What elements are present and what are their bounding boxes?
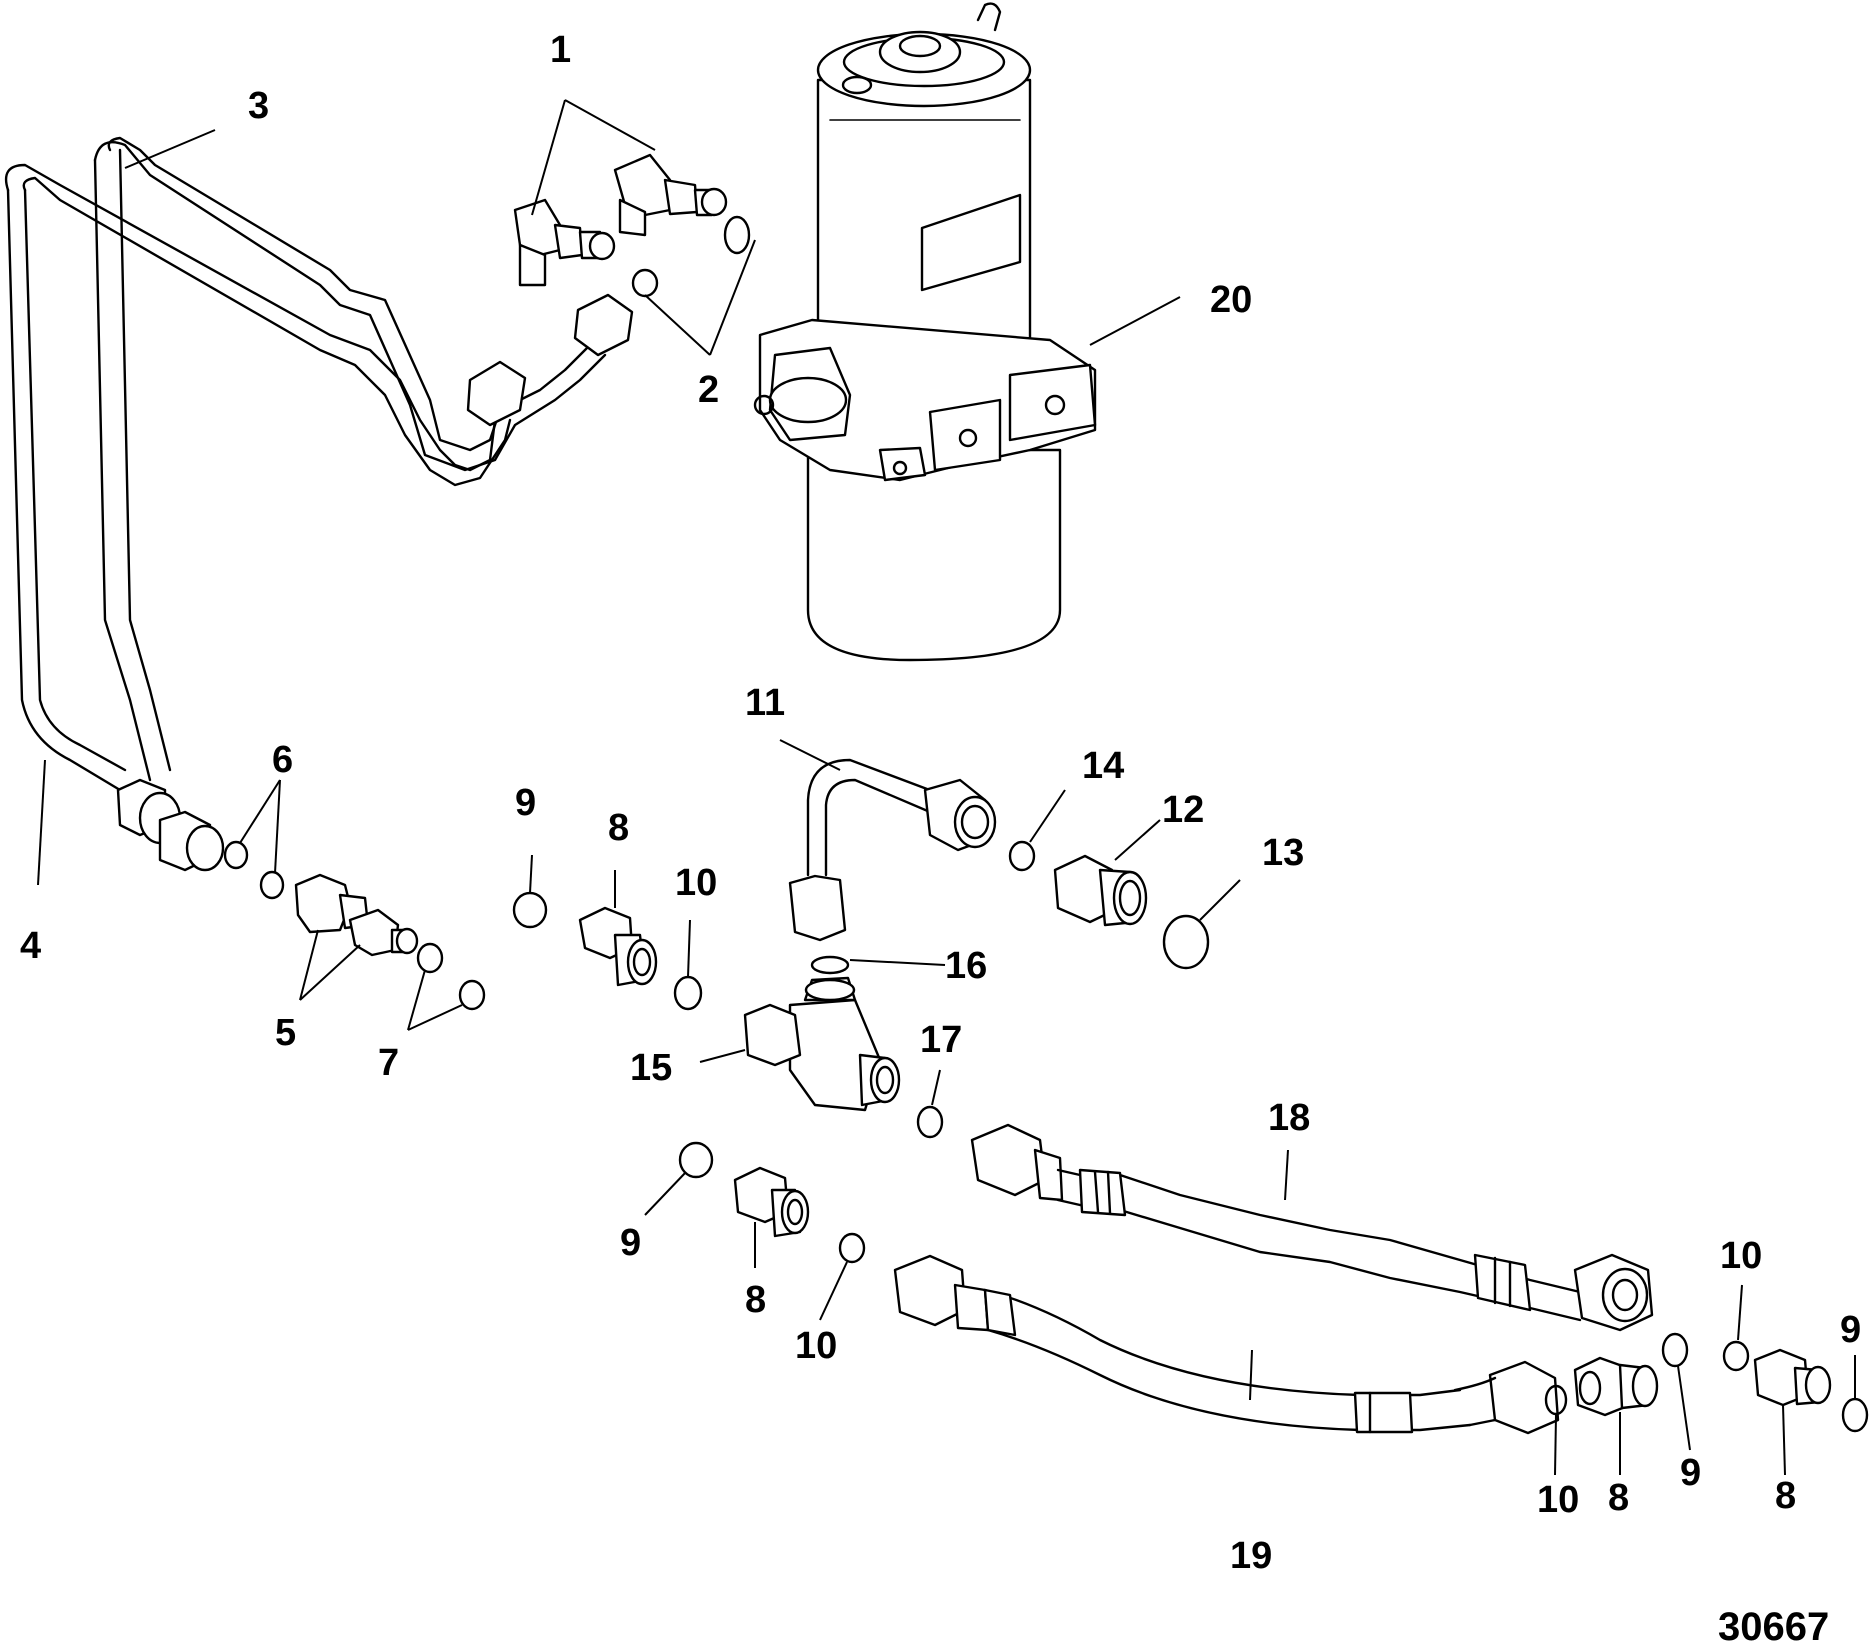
leader-lines: [37, 99, 1856, 1476]
o-ring-9b: [678, 1141, 714, 1179]
fitting-8a: [578, 906, 658, 987]
tube-11: [788, 758, 997, 942]
callout-10a: 10: [675, 862, 717, 904]
callout-12: 12: [1162, 789, 1204, 831]
o-ring-2: [631, 215, 751, 298]
o-ring-14: [1008, 840, 1036, 872]
o-ring-13: [1162, 914, 1210, 970]
o-ring-6: [223, 840, 285, 900]
elbow-fitting-1a: [513, 198, 616, 287]
callout-16: 16: [945, 945, 987, 987]
callout-10d: 10: [1720, 1235, 1762, 1277]
callout-8b: 8: [745, 1279, 766, 1321]
callout-9c: 9: [1680, 1452, 1701, 1494]
callout-10b: 10: [795, 1325, 837, 1367]
callout-3: 3: [248, 85, 269, 127]
callout-2: 2: [698, 369, 719, 411]
callout-4: 4: [20, 925, 41, 967]
callout-11: 11: [745, 682, 785, 724]
callout-1: 1: [550, 29, 571, 71]
tube-nut: [116, 293, 634, 872]
o-ring-9a: [512, 891, 548, 929]
fitting-8c: [1573, 1356, 1659, 1417]
pump-motor-assembly: [753, 2, 1097, 662]
callout-8a: 8: [608, 807, 629, 849]
fitting-8d: [1753, 1348, 1832, 1407]
o-ring-9d: [1841, 1397, 1869, 1433]
callout-13: 13: [1262, 832, 1304, 874]
o-ring-16: [810, 955, 850, 975]
callout-5: 5: [275, 1012, 296, 1054]
callout-15: 15: [630, 1047, 672, 1089]
callout-7: 7: [378, 1042, 399, 1084]
callout-17: 17: [920, 1019, 962, 1061]
fitting-8b: [733, 1166, 810, 1238]
o-ring-9c: [1661, 1332, 1689, 1368]
hose-18: [970, 1123, 1654, 1332]
hose-19: [893, 1254, 1560, 1435]
o-ring-7: [416, 942, 486, 1011]
o-ring-10b: [838, 1232, 866, 1264]
callout-10c: 10: [1537, 1479, 1579, 1521]
callout-20: 20: [1210, 279, 1252, 321]
tube-4: [4, 163, 512, 792]
callout-6: 6: [272, 739, 293, 781]
callout-labels: 1 2 3 4 5 6 7 8 8 8 8 9 9 9 9 10 10 10 1…: [20, 29, 1861, 1577]
o-ring-10d: [1722, 1340, 1750, 1372]
figure-number: 30667: [1718, 1605, 1829, 1642]
callout-14: 14: [1082, 745, 1124, 787]
callout-9a: 9: [515, 782, 536, 824]
callout-9d: 9: [1840, 1309, 1861, 1351]
o-ring-10c: [1544, 1384, 1568, 1416]
fitting-5: [294, 873, 419, 957]
callout-18: 18: [1268, 1097, 1310, 1139]
callout-9b: 9: [620, 1222, 641, 1264]
callout-8d: 8: [1775, 1475, 1796, 1517]
callout-8c: 8: [1608, 1477, 1629, 1519]
o-ring-17: [916, 1105, 944, 1139]
tee-fitting-15: [743, 976, 901, 1112]
elbow-fitting-1b: [613, 153, 728, 237]
callout-19: 19: [1230, 1535, 1272, 1577]
fitting-12: [1053, 854, 1148, 927]
o-ring-10a: [673, 975, 703, 1011]
